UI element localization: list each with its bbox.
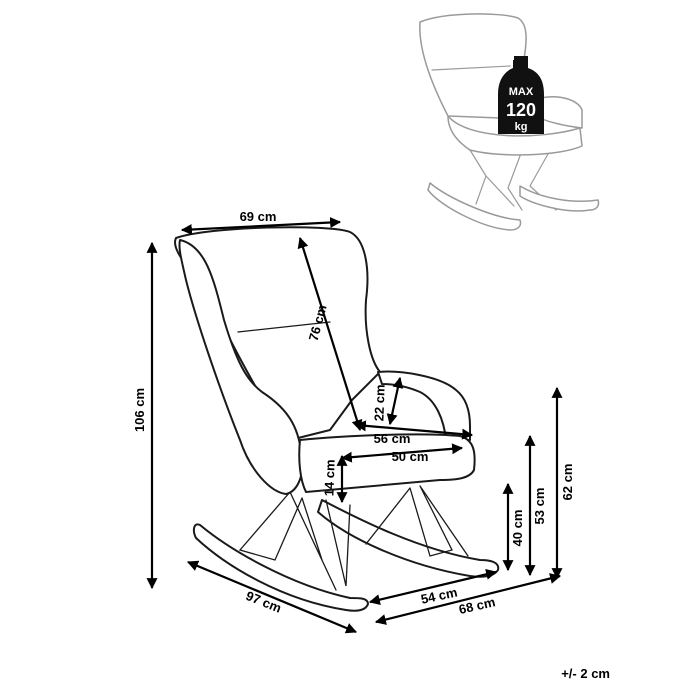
tolerance-note: +/- 2 cm [561,666,610,681]
label-depth-base: 54 cm [419,584,458,606]
dim-line-97 [186,560,358,634]
label-seat-height: 40 cm [510,510,525,547]
dim-line-56 [354,420,474,440]
dim-line-50 [340,443,464,463]
armrest [377,370,471,441]
dimension-labels: 69 cm 106 cm 76 cm 22 cm 56 cm 50 cm 14 … [132,209,610,681]
main-chair-drawing [174,226,500,612]
reference-chair-illustration [419,13,600,231]
label-width-top: 69 cm [240,209,277,224]
label-seat-thickness: 14 cm [321,459,337,496]
label-arm-height: 62 cm [560,464,575,501]
label-width-base: 68 cm [457,594,496,617]
chair-side-panel [178,239,304,495]
badge-max-text: MAX [509,86,534,98]
badge-weight-value: 120 [506,100,536,120]
right-leg-frame [365,485,469,557]
label-seat-width-inner: 50 cm [392,449,429,464]
label-depth-total: 97 cm [244,588,284,616]
dimension-lines [146,217,563,634]
label-seat-width-outer: 56 cm [374,431,411,446]
badge-unit-text: kg [515,121,528,133]
dim-line-68 [374,573,562,625]
label-seat-top-height: 53 cm [532,488,547,525]
dim-line-69 [180,217,342,235]
label-total-height: 106 cm [132,388,147,432]
dim-line-76 [297,236,363,432]
max-weight-badge: MAX 120 kg [498,56,544,134]
right-rocker [317,499,500,578]
label-armrest-height: 22 cm [371,384,387,421]
dim-line-22 [386,376,404,426]
